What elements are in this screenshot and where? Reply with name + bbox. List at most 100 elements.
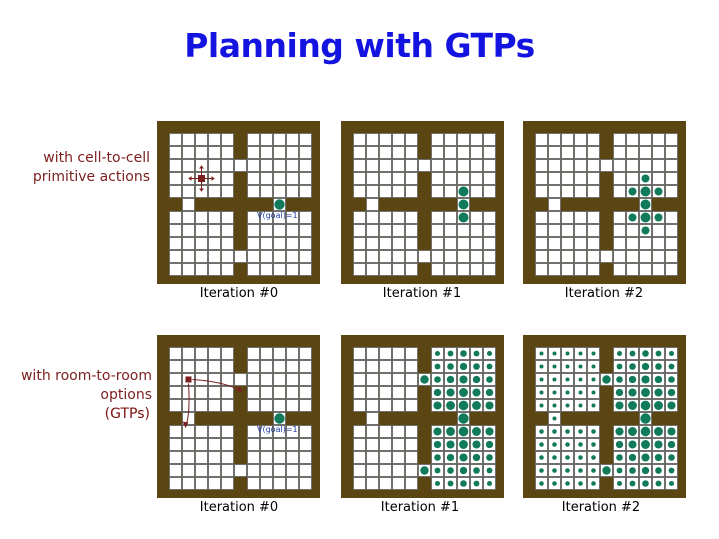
grid-cell [561,263,574,276]
grid-cell [470,224,483,237]
grid-cell [353,347,366,360]
grid-cell [182,133,195,146]
value-dot [539,403,544,408]
grid-cell [260,185,273,198]
grid-cell [169,263,182,276]
grid-cell [405,250,418,263]
value-dot [447,363,454,370]
grid-cell [366,237,379,250]
grid-cell [379,263,392,276]
value-dot [591,455,596,460]
grid-cell [260,263,273,276]
grid-cell [299,425,312,438]
grid-cell [273,477,286,490]
grid-cell [483,263,496,276]
value-dot [485,427,494,436]
grid-cell [208,425,221,438]
value-dot [539,442,544,447]
grid-cell [299,360,312,373]
grid-cell [405,133,418,146]
value-dot [640,413,651,424]
grid-cell [208,133,221,146]
gridworld-options-iter1 [341,335,504,498]
grid-cell [260,425,273,438]
slide-title: Planning with GTPs [184,26,535,65]
value-dot [578,351,583,356]
grid-cell [548,250,561,263]
grid-cell [299,237,312,250]
grid-cell [444,211,457,224]
grid-cell [286,224,299,237]
grid-cell [260,237,273,250]
value-dot [552,455,557,460]
value-dot [640,186,651,197]
grid-cell [392,133,405,146]
grid-cell [431,250,444,263]
grid-cell [353,438,366,451]
grid-cell [221,224,234,237]
value-dot [578,468,583,473]
grid-cell [247,237,260,250]
caption-primitive-iter1: Iteration #1 [382,286,462,301]
grid-cell [286,250,299,263]
value-dot [641,174,650,183]
value-dot [615,427,624,436]
value-dot [446,401,455,410]
grid-cell [405,386,418,399]
grid-cell [260,133,273,146]
grid-cell [613,211,626,224]
grid-cell [273,185,286,198]
grid-cell [379,425,392,438]
grid-cell [613,237,626,250]
value-dot [434,480,441,487]
value-dot [654,213,663,222]
grid-cell [379,464,392,477]
value-dot [420,375,429,384]
value-dot [486,467,493,474]
grid-cell [548,133,561,146]
grid-cell [457,172,470,185]
grid-cell [405,146,418,159]
value-dot [433,388,442,397]
value-dot [486,454,493,461]
grid-cell [260,250,273,263]
grid-cell [273,250,286,263]
grid-cell [483,224,496,237]
grid-cell [639,146,652,159]
value-dot [628,375,637,384]
grid-cell [221,438,234,451]
grid-cell [208,438,221,451]
agent-actions-icon [188,165,215,192]
grid-cell [182,237,195,250]
value-dot [458,186,469,197]
value-dot [539,429,544,434]
grid-cell [195,133,208,146]
grid-cell [665,224,678,237]
grid-cell [379,237,392,250]
grid-cell [379,211,392,224]
grid-cell [548,211,561,224]
grid-cell [405,425,418,438]
grid-cell [366,159,379,172]
value-dot [472,401,481,410]
grid-cell [208,386,221,399]
grid-cell [366,438,379,451]
grid-cell [405,451,418,464]
grid-cell [405,464,418,477]
grid-cell [182,185,195,198]
grid-cell [273,464,286,477]
value-dot [458,400,469,411]
value-dot [472,375,481,384]
grid-cell [299,146,312,159]
value-dot [591,403,596,408]
value-dot [565,403,570,408]
value-dot [539,351,544,356]
grid-cell [221,464,234,477]
grid-cell [169,360,182,373]
grid-cell [260,399,273,412]
grid-cell [208,185,221,198]
grid-cell [353,477,366,490]
grid-cell [626,133,639,146]
grid-cell [208,451,221,464]
grid-cell [221,250,234,263]
